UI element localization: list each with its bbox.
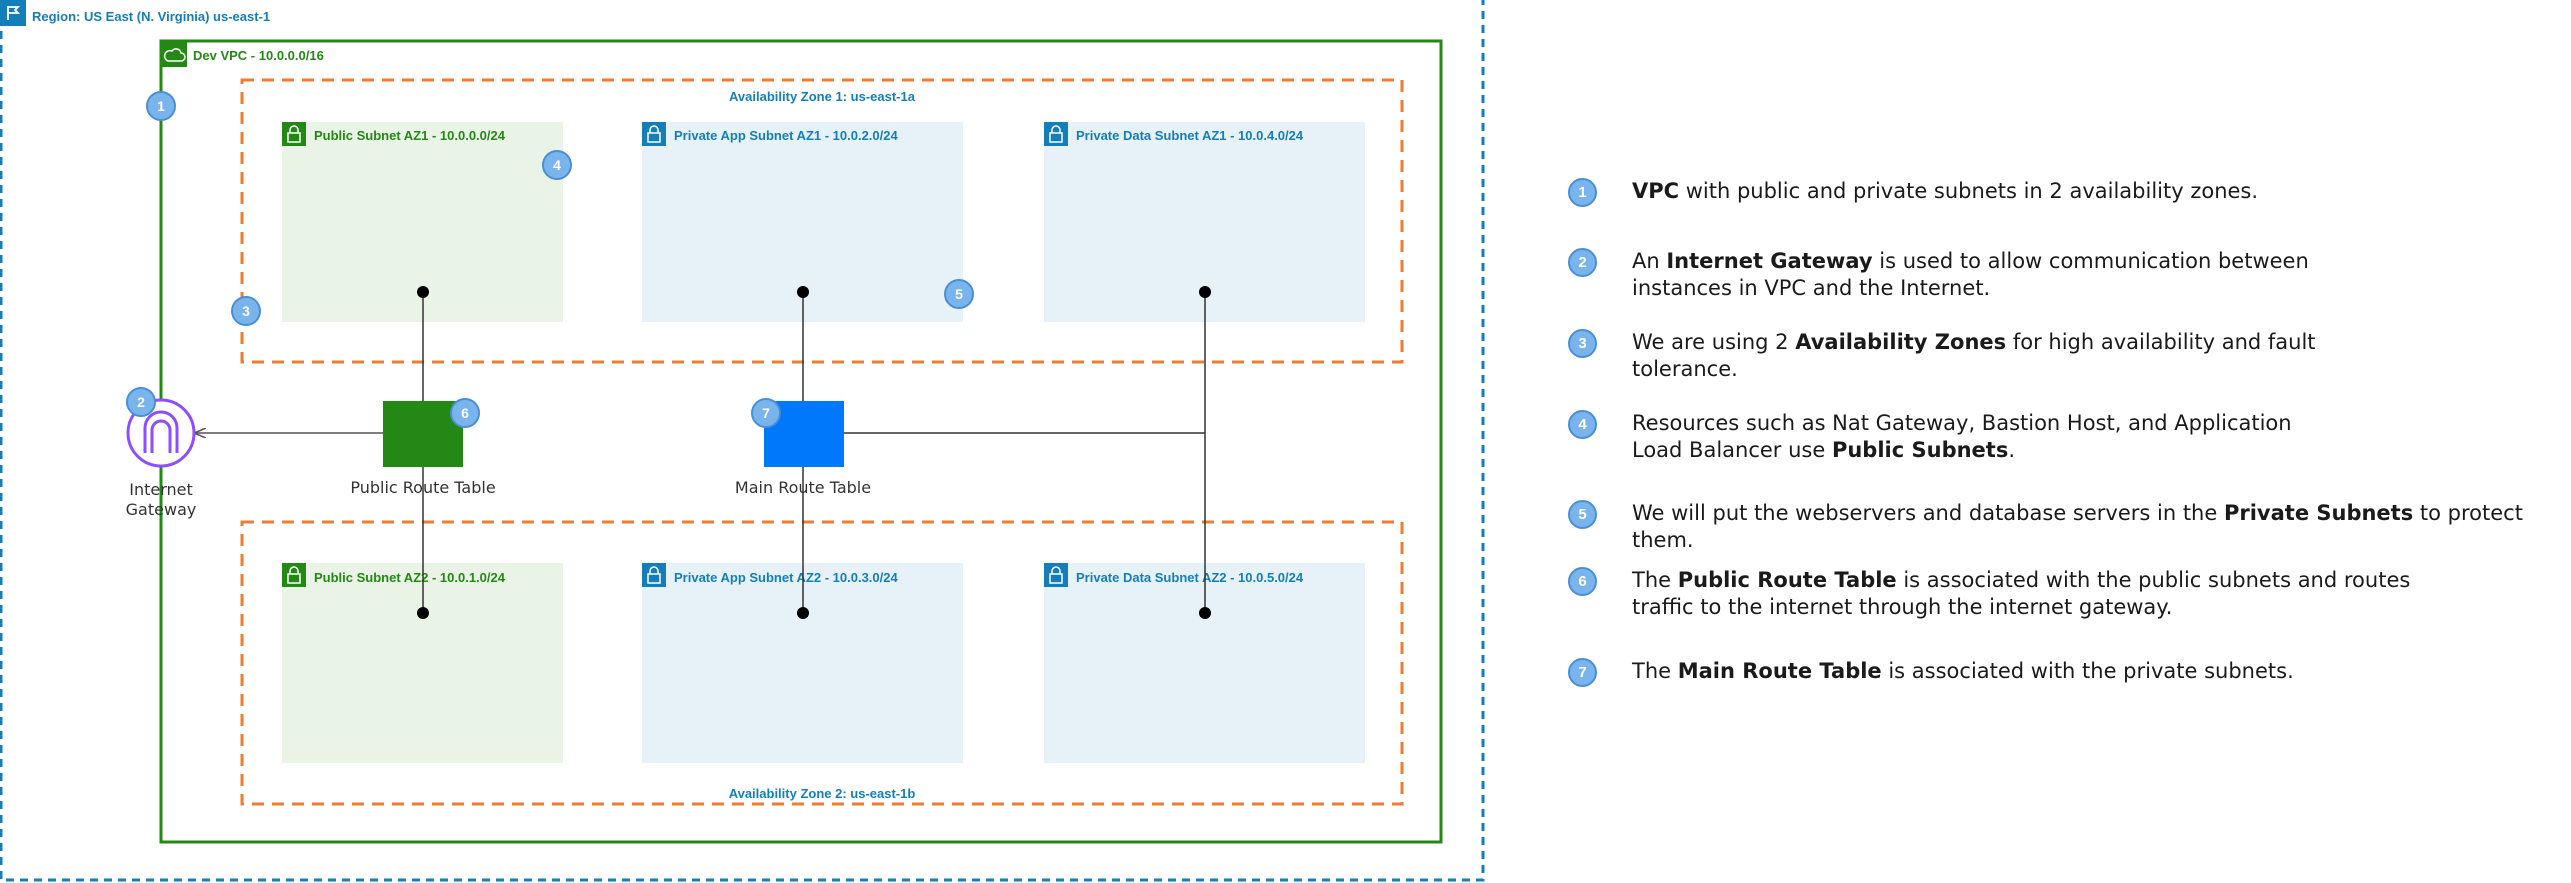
vpc-label: Dev VPC - 10.0.0.0/16 xyxy=(193,48,324,63)
association-dot xyxy=(1199,607,1211,619)
legend-badge: 7 xyxy=(1568,658,1597,687)
svg-text:6: 6 xyxy=(461,405,469,421)
private-app-subnet-az1-label: Private App Subnet AZ1 - 10.0.2.0/24 xyxy=(674,128,898,143)
lock-icon xyxy=(282,563,306,587)
badge-5: 5 xyxy=(944,279,974,309)
badge-3: 3 xyxy=(231,296,261,326)
legend-text: VPC with public and private subnets in 2… xyxy=(1632,179,2259,203)
svg-text:7: 7 xyxy=(762,405,770,421)
badge-6: 6 xyxy=(450,398,480,428)
legend-item-4: 4 Resources such as Nat Gateway, Bastion… xyxy=(1568,410,2292,464)
legend-badge: 2 xyxy=(1568,248,1597,277)
badge-2: 2 xyxy=(126,387,156,417)
association-dot xyxy=(417,286,429,298)
legend-text: The Main Route Table is associated with … xyxy=(1632,659,2294,683)
vpc-cloud-icon xyxy=(161,41,187,67)
badge-7: 7 xyxy=(751,398,781,428)
lock-icon xyxy=(642,122,666,146)
legend-text: Resources such as Nat Gateway, Bastion H… xyxy=(1632,411,2292,462)
availability-zone-2 xyxy=(240,520,1404,806)
svg-text:3: 3 xyxy=(242,303,250,319)
private-data-subnet-az1-label: Private Data Subnet AZ1 - 10.0.4.0/24 xyxy=(1076,128,1304,143)
badge-1: 1 xyxy=(146,91,176,121)
private-data-subnet-az2-label: Private Data Subnet AZ2 - 10.0.5.0/24 xyxy=(1076,570,1304,585)
legend-item-2: 2 An Internet Gateway is used to allow c… xyxy=(1568,248,2309,302)
legend-badge: 3 xyxy=(1568,329,1597,358)
az2-label: Availability Zone 2: us-east-1b xyxy=(729,786,916,801)
legend-badge: 5 xyxy=(1568,500,1597,529)
internet-gateway-label-line2: Gateway xyxy=(126,500,197,519)
legend-badge: 1 xyxy=(1568,178,1597,207)
internet-gateway-label-line1: Internet xyxy=(129,480,193,499)
legend-badge: 4 xyxy=(1568,410,1597,439)
svg-text:2: 2 xyxy=(137,394,145,410)
association-dot xyxy=(797,286,809,298)
lock-icon xyxy=(642,563,666,587)
public-route-table-label: Public Route Table xyxy=(350,478,495,497)
region-label: Region: US East (N. Virginia) us-east-1 xyxy=(32,9,270,24)
legend-text: An Internet Gateway is used to allow com… xyxy=(1632,249,2309,300)
legend-item-7: 7 The Main Route Table is associated wit… xyxy=(1568,658,2294,687)
lock-icon xyxy=(282,122,306,146)
association-dot xyxy=(417,607,429,619)
badge-4: 4 xyxy=(542,150,572,180)
public-route-table[interactable] xyxy=(383,401,463,467)
public-subnet-az2-label: Public Subnet AZ2 - 10.0.1.0/24 xyxy=(314,570,506,585)
legend-item-3: 3 We are using 2 Availability Zones for … xyxy=(1568,329,2316,383)
region-flag-icon xyxy=(0,0,26,26)
private-app-subnet-az2-label: Private App Subnet AZ2 - 10.0.3.0/24 xyxy=(674,570,898,585)
association-dot xyxy=(1199,286,1211,298)
legend-item-5: 5 We will put the webservers and databas… xyxy=(1568,500,2558,554)
region-container xyxy=(0,0,1485,882)
legend-item-1: 1 VPC with public and private subnets in… xyxy=(1568,178,2258,207)
legend-badge: 6 xyxy=(1568,567,1597,596)
legend-item-6: 6 The Public Route Table is associated w… xyxy=(1568,567,2410,621)
association-dot xyxy=(797,607,809,619)
svg-text:5: 5 xyxy=(955,286,963,302)
legend-text: We are using 2 Availability Zones for hi… xyxy=(1632,330,2316,381)
svg-text:1: 1 xyxy=(157,98,165,114)
az1-label: Availability Zone 1: us-east-1a xyxy=(729,89,916,104)
availability-zone-1 xyxy=(240,78,1404,364)
svg-text:4: 4 xyxy=(553,157,561,173)
architecture-diagram: Region: US East (N. Virginia) us-east-1 … xyxy=(0,0,1485,882)
legend-text: The Public Route Table is associated wit… xyxy=(1632,568,2411,619)
public-subnet-az1-label: Public Subnet AZ1 - 10.0.0.0/24 xyxy=(314,128,506,143)
lock-icon xyxy=(1044,563,1068,587)
main-route-table-label: Main Route Table xyxy=(735,478,871,497)
legend-text: We will put the webservers and database … xyxy=(1632,501,2523,552)
lock-icon xyxy=(1044,122,1068,146)
